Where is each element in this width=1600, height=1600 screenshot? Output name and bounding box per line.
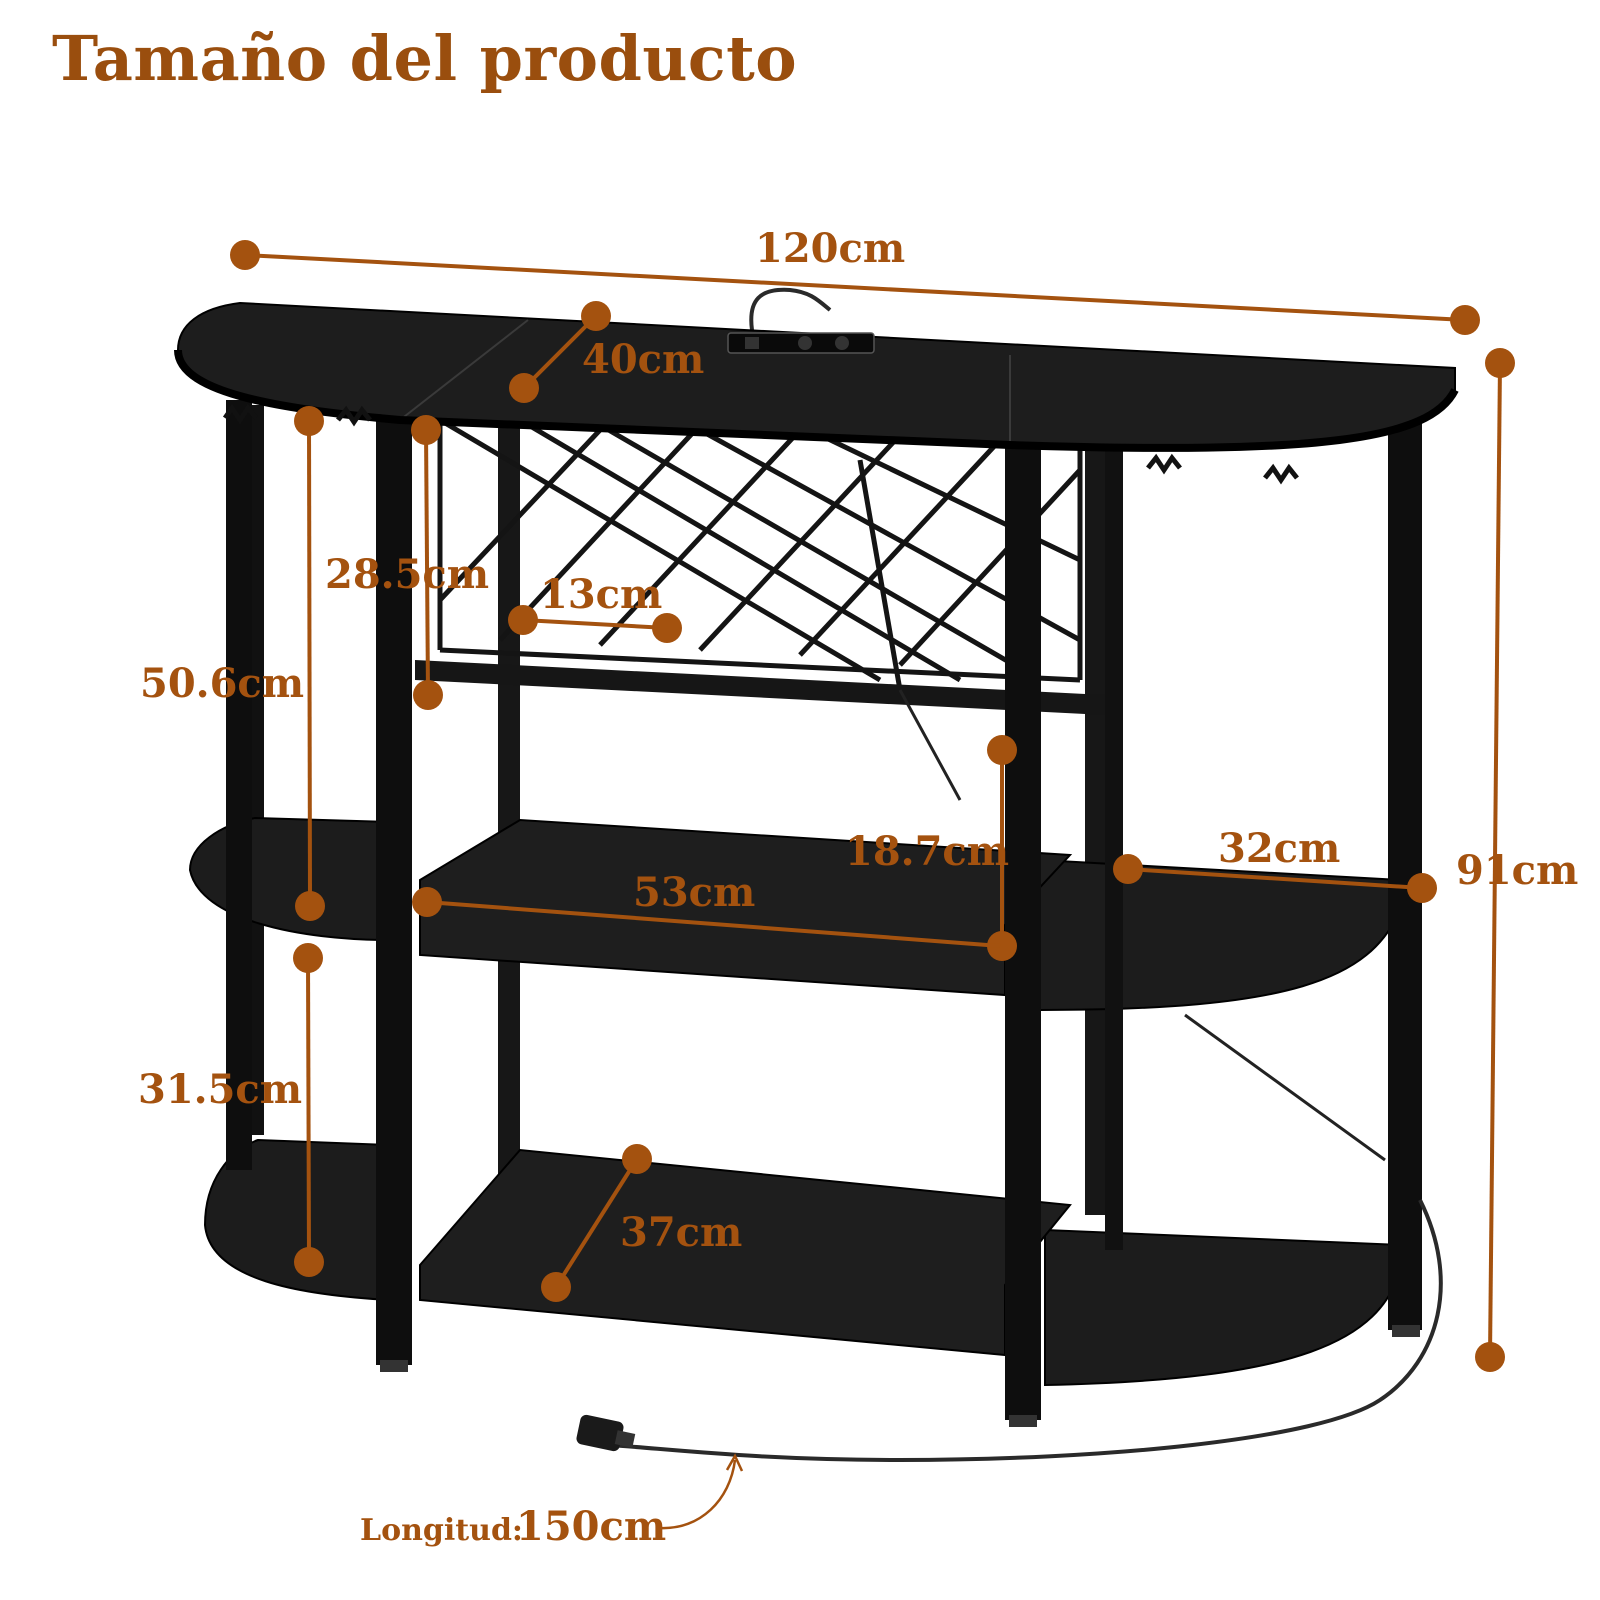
label-wine-slot-width: 13cm xyxy=(540,571,662,618)
leg-foot xyxy=(1392,1325,1420,1337)
glass-hook-icon xyxy=(336,405,372,427)
tabletop xyxy=(176,301,1456,449)
glass-hook-icon xyxy=(1263,463,1299,485)
leg-foot xyxy=(1009,1415,1037,1427)
cable-routing xyxy=(898,689,962,801)
power-outlet-icon xyxy=(727,332,875,354)
label-overall-height: 91cm xyxy=(1456,847,1578,894)
glass-hook-icon xyxy=(222,403,258,425)
cross-brace xyxy=(1184,1013,1386,1162)
wine-rack-shelf xyxy=(415,660,1105,715)
label-upper-side-height: 50.6cm xyxy=(140,660,304,707)
curved-arrow-icon xyxy=(659,1459,737,1530)
plug-icon xyxy=(576,1414,636,1452)
dimension-labels: 120cm 40cm 91cm 28.5cm 13cm 50.6cm 31.5c… xyxy=(138,225,1578,1550)
label-cable-prefix: Longitud: xyxy=(360,1513,523,1548)
label-top-depth: 40cm xyxy=(582,336,704,383)
back-leg xyxy=(1105,450,1123,1250)
top-cable xyxy=(749,287,832,331)
label-side-shelf-depth: 32cm xyxy=(1218,825,1340,872)
label-lower-side-height: 31.5cm xyxy=(138,1066,302,1113)
label-cable-length: 150cm xyxy=(516,1503,666,1550)
label-wine-rack-height: 28.5cm xyxy=(325,551,489,598)
page-title: Tamaño del producto xyxy=(52,22,798,95)
label-overall-width: 120cm xyxy=(755,225,905,272)
side-leg-right xyxy=(1388,395,1422,1330)
right-bottom-shelf xyxy=(1044,1228,1401,1387)
leg-foot xyxy=(380,1360,408,1372)
center-bottom-shelf xyxy=(419,1148,1072,1357)
label-middle-shelf-width: 53cm xyxy=(633,869,755,916)
furniture-illustration xyxy=(174,287,1459,1530)
floor-cable xyxy=(609,1199,1443,1463)
left-middle-shelf xyxy=(188,816,391,942)
dimension-lines xyxy=(230,240,1515,1372)
front-leg-right xyxy=(1005,445,1041,1420)
side-leg-left xyxy=(226,400,252,1170)
front-leg-left xyxy=(376,410,412,1365)
wine-rack xyxy=(437,417,1083,691)
label-middle-shelf-gap: 18.7cm xyxy=(845,828,1009,875)
label-bottom-shelf-depth: 37cm xyxy=(620,1209,742,1256)
glass-hook-icon xyxy=(1146,453,1182,475)
back-leg xyxy=(1085,445,1107,1215)
